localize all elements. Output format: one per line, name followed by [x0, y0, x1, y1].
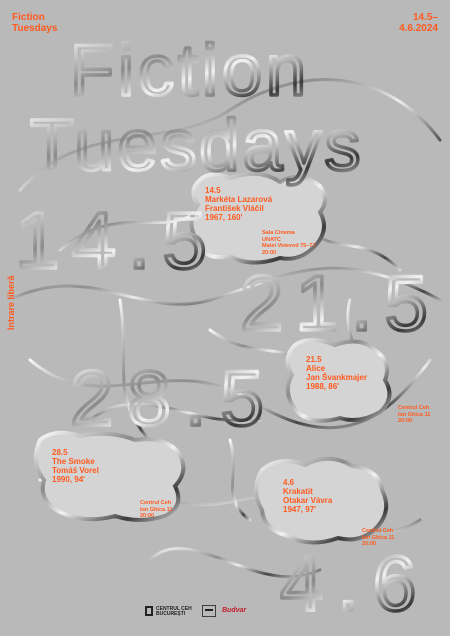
venue-line: Centrul Ceh [362, 528, 394, 534]
card-frames [33, 171, 392, 545]
screening-title: Krakatit [283, 487, 313, 496]
czech-centre-icon [145, 606, 153, 616]
screening-date: 28.5 [52, 448, 68, 457]
frame-4 [254, 456, 389, 545]
screening-title: The Smoke [52, 457, 95, 466]
header-left: Fiction Tuesdays [12, 12, 102, 34]
header-right: 14.5– 4.6.2024 [348, 12, 438, 34]
headline-tuesdays: Tuesdays [30, 106, 363, 186]
header-right-line1: 14.5– [412, 12, 438, 23]
big-date-2: 21.5 [240, 259, 440, 347]
screening-date: 14.5 [205, 186, 221, 195]
header-right-line2: 4.6.2024 [399, 23, 438, 34]
frame-3 [33, 430, 186, 522]
screening-date: 4.6 [283, 478, 295, 487]
screening-card-3: 28.5 The Smoke Tomáš Vorel 1990, 94' [52, 448, 99, 484]
header-left-line2: Tuesdays [12, 23, 58, 34]
screening-date: 21.5 [306, 355, 322, 364]
chrome-lettering: Fiction Tuesdays 14.5 21.5 28.5 4.6 [13, 29, 440, 629]
frame-2 [285, 338, 392, 423]
big-date-3: 28.5 [70, 354, 278, 442]
screening-card-2: 21.5 Alice Jan Švankmajer 1988, 86' [306, 355, 367, 391]
venue-line: 20:00 [140, 513, 155, 519]
venue-line: 20:00 [262, 249, 277, 256]
screening-meta: 1988, 86' [306, 382, 340, 391]
czech-centre-logo: CENTRUL CEH BUCUREȘTI [156, 606, 192, 617]
venue-line: 20:00 [398, 418, 413, 424]
partner-logos: CENTRUL CEH BUCUREȘTI Budvar [0, 600, 450, 630]
venue-line: Ion Ghica 11 [140, 506, 173, 513]
screening-title: Markéta Lazarová [205, 195, 273, 204]
screening-venue-3: Centrul Ceh Ion Ghica 11 20:00 [140, 500, 172, 520]
big-date-4: 4.6 [280, 539, 430, 627]
venue-line: Centrul Ceh [140, 500, 172, 506]
headline-fiction: Fiction [70, 31, 310, 111]
screening-card-4: 4.6 Krakatit Otakar Vávra 1947, 97' [283, 478, 332, 514]
screening-director: Jan Švankmajer [306, 373, 367, 382]
screening-director: Tomáš Vorel [52, 466, 99, 475]
screening-card-1: 14.5 Markéta Lazarová František Vláčil 1… [205, 186, 272, 222]
beer-logo: Budvar [222, 607, 247, 614]
screening-venue-1: Sala Cinema UNATC Matei Voievod 75–77 20… [262, 230, 315, 256]
venue-line: Ion Ghica 11 [398, 411, 431, 418]
header-left-line1: Fiction [12, 12, 45, 23]
screening-meta: 1947, 97' [283, 505, 317, 514]
screening-meta: 1990, 94' [52, 475, 86, 484]
screening-director: František Vláčil [205, 204, 264, 213]
frame-1 [189, 171, 327, 265]
screening-title: Alice [306, 364, 326, 373]
venue-line: UNATC [262, 236, 281, 243]
venue-line: Matei Voievod 75–77 [262, 243, 316, 249]
venue-line: Centrul Ceh [398, 405, 430, 411]
screening-director: Otakar Vávra [283, 496, 333, 505]
screening-meta: 1967, 160' [205, 213, 243, 222]
free-entry-label: Intrare liberă [6, 275, 16, 330]
screening-venue-4: Centrul Ceh Ion Ghica 11 20:00 [362, 528, 394, 548]
square-mark-icon [202, 605, 216, 617]
screening-venue-2: Centrul Ceh Ion Ghica 11 20:00 [398, 405, 430, 425]
venue-line: Ion Ghica 11 [362, 534, 395, 541]
venue-line: Sala Cinema [262, 230, 295, 236]
venue-line: 20:00 [362, 541, 377, 547]
big-date-1: 14.5 [15, 196, 219, 285]
